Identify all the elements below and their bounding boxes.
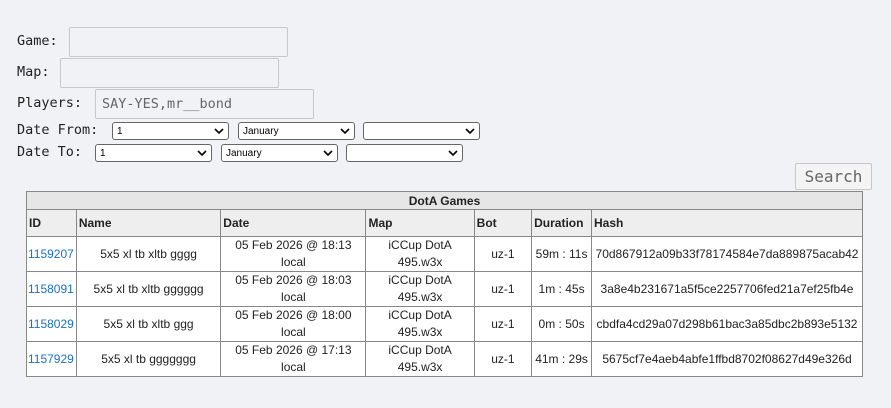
game-map-cell: iCCup DotA 495.w3x — [365, 306, 475, 342]
column-header-name: Name — [75, 209, 222, 237]
game-id-link[interactable]: 1159207 — [28, 246, 74, 261]
select-value: January — [243, 125, 279, 137]
date-to-year-select[interactable] — [346, 144, 463, 162]
game-duration-cell: 0m : 50s — [531, 306, 593, 342]
game-label: Game: — [17, 33, 58, 49]
game-date-cell: 05 Feb 2026 @ 17:13 local — [220, 341, 367, 377]
game-bot-cell: uz-1 — [473, 306, 533, 342]
column-header-map: Map — [365, 209, 475, 237]
column-header-duration: Duration — [531, 209, 593, 237]
game-input[interactable] — [69, 27, 288, 57]
game-id-cell: 1158029 — [26, 306, 77, 342]
chevron-down-icon — [197, 150, 207, 157]
game-date-cell: 05 Feb 2026 @ 18:13 local — [220, 236, 367, 272]
game-hash-cell: 3a8e4b231671a5f5ce2257706fed21a7ef25fb4e — [591, 271, 863, 307]
table-row: 1158091 5x5 xl tb xltb gggggg 05 Feb 202… — [26, 271, 863, 307]
column-header-id: ID — [26, 209, 77, 237]
chevron-down-icon — [214, 128, 224, 135]
game-hash-cell: 5675cf7e4aeb4abfe1ffbd8702f08627d49e326d — [591, 341, 863, 377]
column-header-bot: Bot — [473, 209, 533, 237]
game-bot-cell: uz-1 — [473, 271, 533, 307]
table-row: 1158029 5x5 xl tb xltb ggg 05 Feb 2026 @… — [26, 306, 863, 342]
chevron-down-icon — [465, 128, 475, 135]
map-label: Map: — [17, 64, 50, 80]
players-input[interactable] — [95, 89, 314, 119]
game-id-cell: 1158091 — [26, 271, 77, 307]
game-hash-cell: 70d867912a09b33f78174584e7da889875acab42 — [591, 236, 863, 272]
table-caption: DotA Games — [26, 191, 863, 210]
column-header-hash: Hash — [591, 209, 863, 237]
search-button[interactable]: Search — [795, 163, 872, 190]
game-date-cell: 05 Feb 2026 @ 18:00 local — [220, 306, 367, 342]
game-duration-cell: 1m : 45s — [531, 271, 593, 307]
game-name-cell: 5x5 xl tb xltb ggg — [75, 306, 222, 342]
players-label: Players: — [17, 95, 83, 111]
game-id-link[interactable]: 1158091 — [28, 281, 74, 296]
game-map-cell: iCCup DotA 495.w3x — [365, 271, 475, 307]
game-name-cell: 5x5 xl tb ggggggg — [75, 341, 222, 377]
game-id-link[interactable]: 1158029 — [28, 316, 74, 331]
game-bot-cell: uz-1 — [473, 236, 533, 272]
game-map-cell: iCCup DotA 495.w3x — [365, 341, 475, 377]
chevron-down-icon — [323, 150, 333, 157]
select-value: 1 — [100, 147, 106, 159]
game-date-cell: 05 Feb 2026 @ 18:03 local — [220, 271, 367, 307]
game-id-cell: 1157929 — [26, 341, 77, 377]
table-row: 1159207 5x5 xl tb xltb gggg 05 Feb 2026 … — [26, 236, 863, 272]
map-input[interactable] — [60, 58, 279, 88]
column-header-date: Date — [220, 209, 367, 237]
select-value: January — [226, 147, 262, 159]
select-value: 1 — [117, 125, 123, 137]
date-from-year-select[interactable] — [363, 122, 480, 140]
game-duration-cell: 41m : 29s — [531, 341, 593, 377]
game-map-cell: iCCup DotA 495.w3x — [365, 236, 475, 272]
table-row: 1157929 5x5 xl tb ggggggg 05 Feb 2026 @ … — [26, 341, 863, 377]
game-name-cell: 5x5 xl tb xltb gggg — [75, 236, 222, 272]
date-to-month-select[interactable]: January — [221, 144, 338, 162]
date-from-day-select[interactable]: 1 — [112, 122, 229, 140]
game-hash-cell: cbdfa4cd29a07d298b61bac3a85dbc2b893e5132 — [591, 306, 863, 342]
game-id-link[interactable]: 1157929 — [28, 351, 74, 366]
date-from-month-select[interactable]: January — [238, 122, 355, 140]
game-name-cell: 5x5 xl tb xltb gggggg — [75, 271, 222, 307]
dota-games-table: DotA Games ID Name Date Map Bot Duration… — [26, 191, 863, 377]
date-from-label: Date From: — [17, 122, 99, 138]
chevron-down-icon — [340, 128, 350, 135]
chevron-down-icon — [448, 150, 458, 157]
date-to-label: Date To: — [17, 144, 83, 160]
game-id-cell: 1159207 — [26, 236, 77, 272]
game-duration-cell: 59m : 11s — [531, 236, 593, 272]
game-bot-cell: uz-1 — [473, 341, 533, 377]
date-to-day-select[interactable]: 1 — [95, 144, 212, 162]
